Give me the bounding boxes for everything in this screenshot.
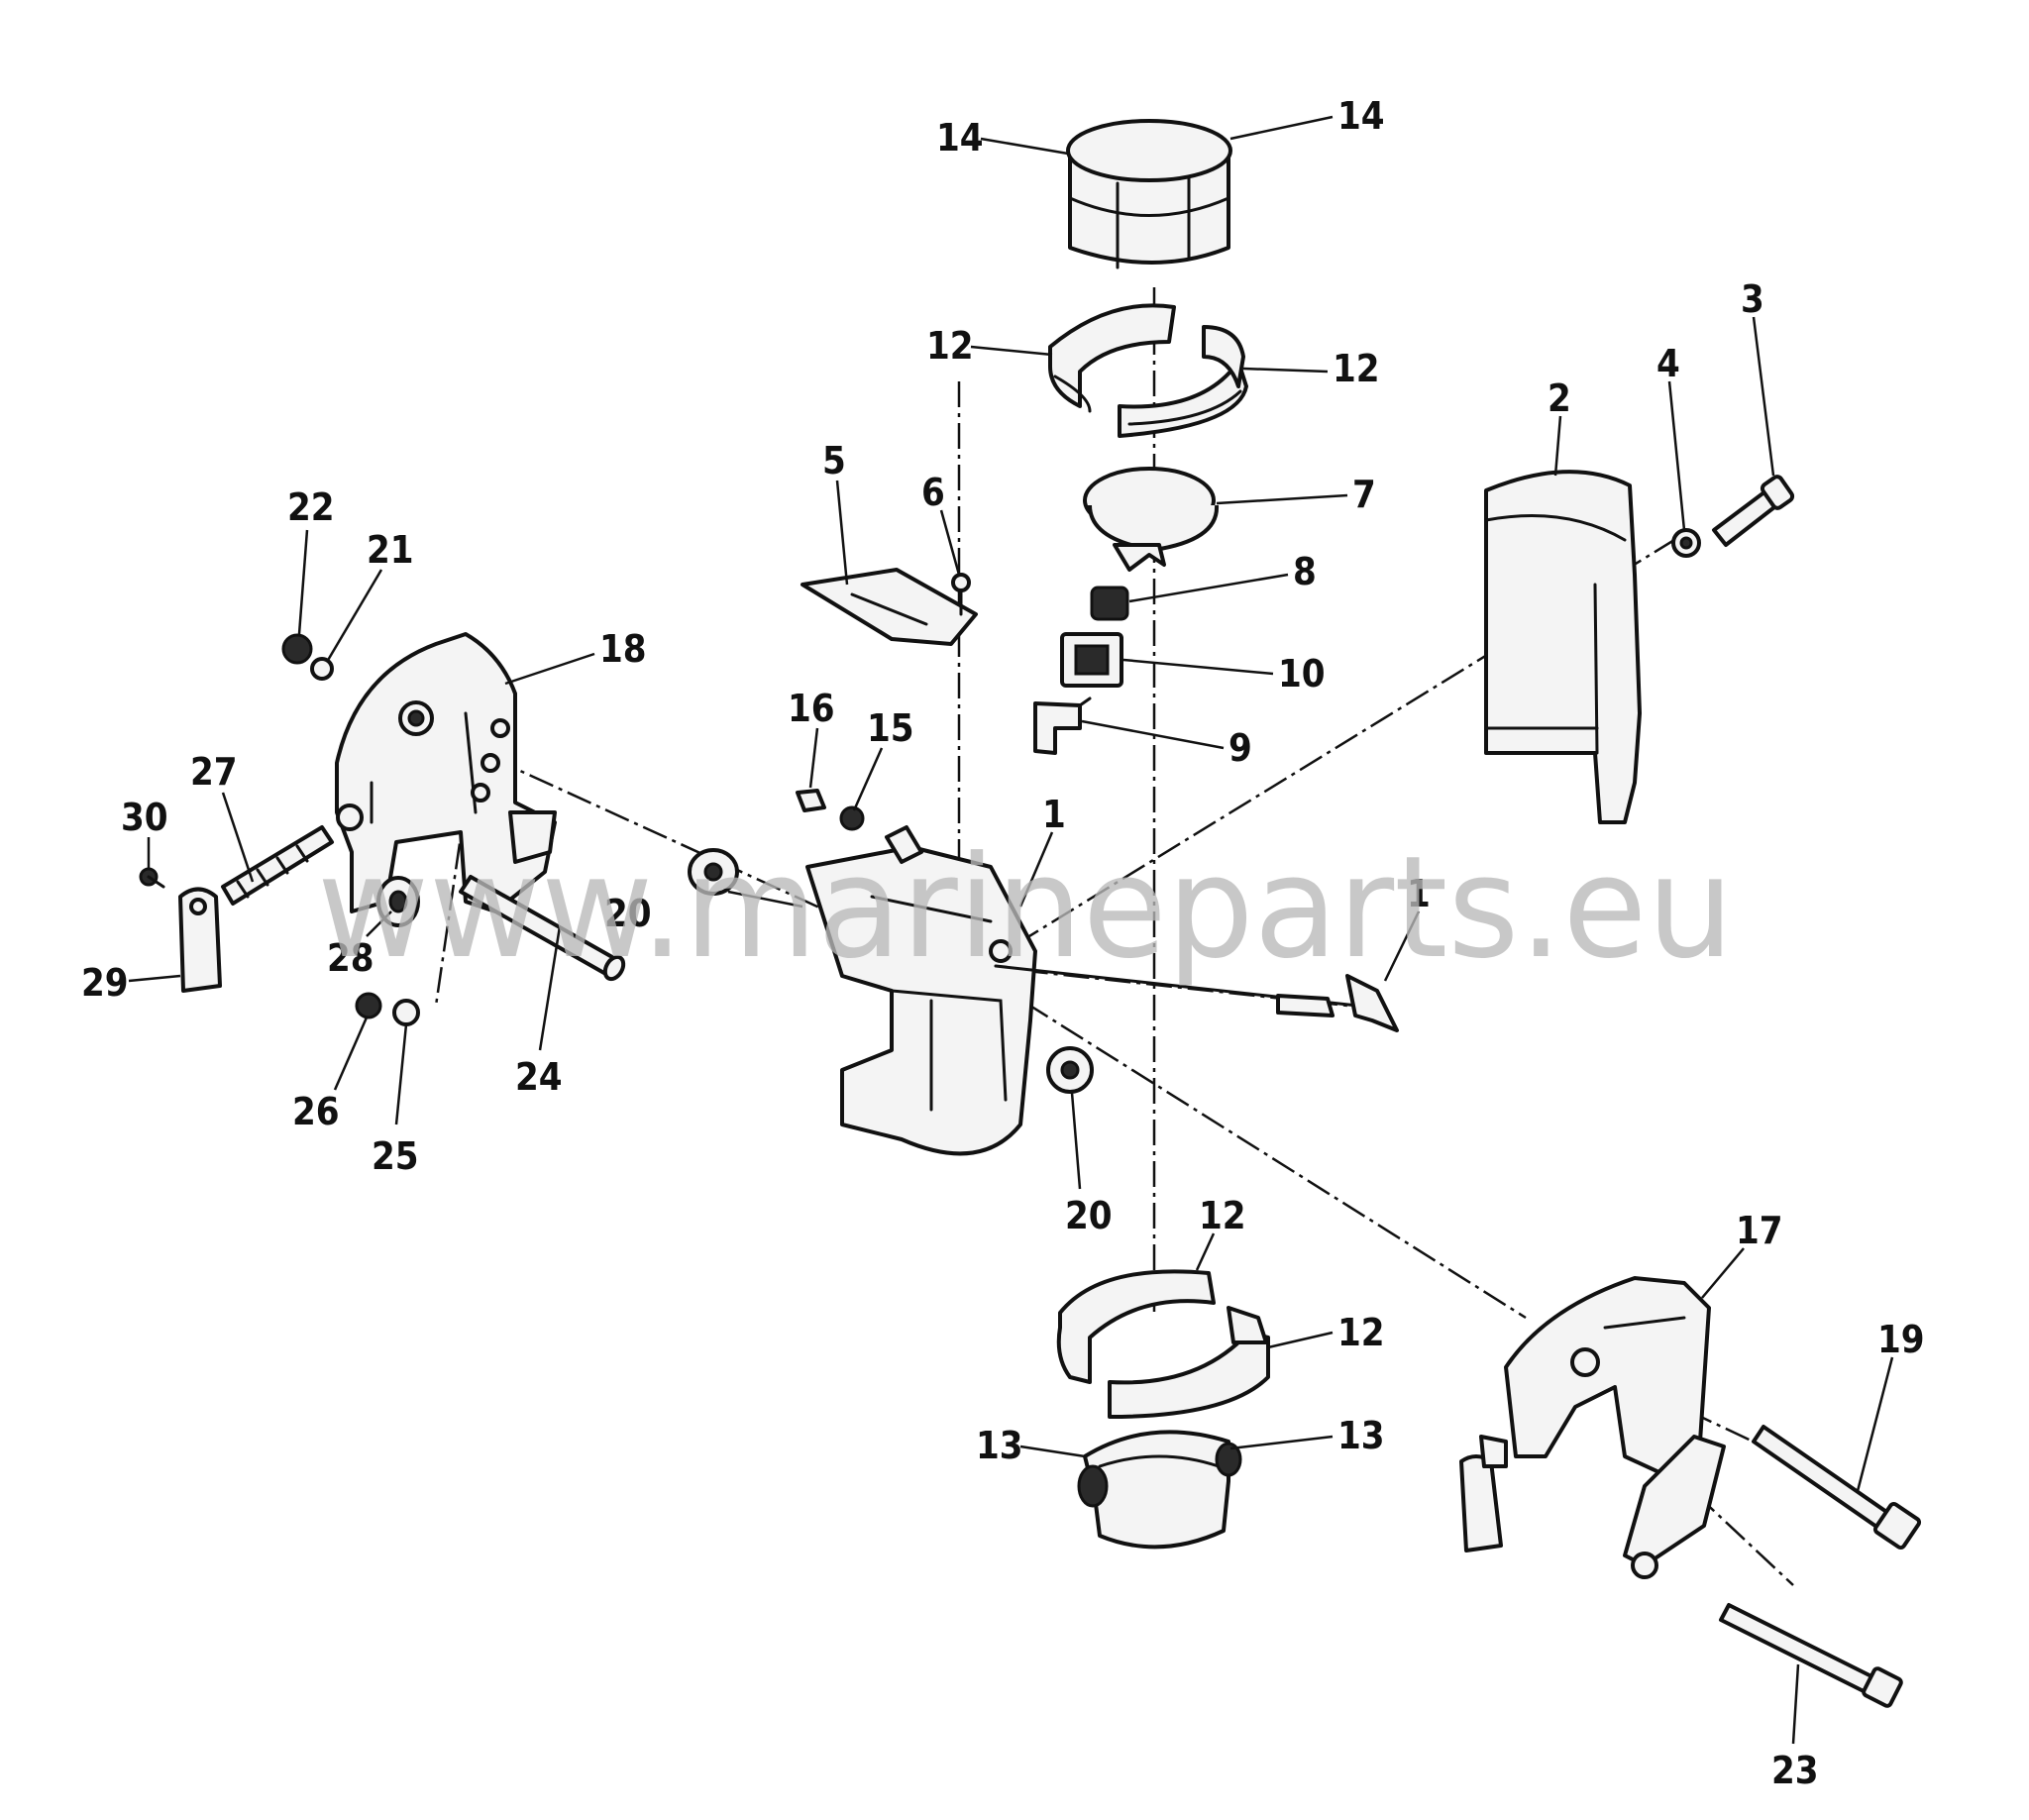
callout-13a: 13 bbox=[976, 1424, 1023, 1467]
part-15-screw bbox=[839, 805, 865, 831]
part-22-nut bbox=[281, 633, 313, 665]
callout-10: 10 bbox=[1278, 652, 1326, 696]
callout-12a: 12 bbox=[926, 324, 974, 368]
part-29-handle bbox=[178, 887, 222, 993]
part-8-block bbox=[1090, 586, 1129, 621]
callout-28: 28 bbox=[327, 936, 374, 980]
callout-6: 6 bbox=[921, 471, 945, 514]
callout-29: 29 bbox=[81, 961, 129, 1005]
callout-2: 2 bbox=[1548, 376, 1571, 420]
part-27-spring bbox=[221, 803, 364, 906]
callout-7: 7 bbox=[1352, 473, 1376, 516]
part-17-clamp-bracket bbox=[1459, 1276, 1726, 1579]
part-3-bolt bbox=[1712, 475, 1795, 547]
callout-25: 25 bbox=[372, 1134, 419, 1178]
callout-21: 21 bbox=[367, 528, 414, 572]
part-2-swivel-bracket bbox=[1484, 470, 1642, 824]
part-25-nut bbox=[392, 999, 420, 1026]
part-23-bolt bbox=[1719, 1603, 1903, 1708]
part-13-bushings bbox=[1077, 1430, 1242, 1550]
part-14-bushing-pair bbox=[1066, 119, 1232, 269]
callout-15: 15 bbox=[867, 706, 914, 750]
part-9-clip bbox=[1033, 696, 1092, 755]
part-24-tube bbox=[459, 875, 626, 982]
callout-19: 19 bbox=[1877, 1318, 1925, 1361]
callout-14b: 14 bbox=[1337, 94, 1385, 138]
callout-9: 9 bbox=[1228, 726, 1252, 770]
part-4-washer bbox=[1671, 528, 1701, 558]
callout-24: 24 bbox=[515, 1055, 563, 1099]
callout-18: 18 bbox=[599, 627, 647, 671]
part-19-bolt bbox=[1752, 1425, 1922, 1551]
watermark-text: www.marineparts.eu bbox=[317, 826, 1734, 990]
callout-23: 23 bbox=[1771, 1749, 1819, 1792]
part-6-screw bbox=[951, 573, 971, 616]
part-12-upper-clamps bbox=[1048, 303, 1248, 438]
callout-4: 4 bbox=[1656, 342, 1680, 385]
callout-8: 8 bbox=[1293, 550, 1317, 593]
leader-lines bbox=[128, 115, 1894, 1745]
callout-1b: 1 bbox=[1407, 872, 1431, 915]
part-20-washer-left bbox=[688, 848, 739, 896]
part-20-washer-right bbox=[1046, 1046, 1094, 1094]
callout-16: 16 bbox=[788, 687, 835, 730]
callout-labels: 14 14 12 12 7 8 10 9 5 6 2 4 3 1 1 16 15… bbox=[81, 94, 1925, 1792]
callout-14a: 14 bbox=[936, 116, 984, 160]
part-7-clamp-ring bbox=[1083, 467, 1220, 572]
part-21-washer bbox=[310, 657, 334, 681]
callout-17: 17 bbox=[1736, 1209, 1783, 1252]
callout-30: 30 bbox=[121, 796, 168, 839]
callout-3: 3 bbox=[1741, 277, 1764, 321]
part-12-lower-clamps bbox=[1056, 1269, 1270, 1419]
callout-12b: 12 bbox=[1333, 347, 1380, 390]
callout-26: 26 bbox=[292, 1090, 340, 1133]
callout-5: 5 bbox=[822, 439, 846, 482]
part-30-screw bbox=[139, 867, 165, 889]
callout-12c: 12 bbox=[1199, 1194, 1246, 1237]
part-11-wing-screw bbox=[994, 964, 1399, 1032]
part-1-swivel-case bbox=[805, 825, 1037, 1156]
callout-22: 22 bbox=[287, 485, 335, 529]
callout-27: 27 bbox=[190, 750, 238, 794]
callout-1a: 1 bbox=[1042, 793, 1066, 836]
callout-12d: 12 bbox=[1337, 1311, 1385, 1354]
part-10-block bbox=[1060, 632, 1123, 688]
callout-20a: 20 bbox=[604, 892, 652, 935]
part-16-screw bbox=[796, 789, 826, 812]
part-26-nut bbox=[355, 992, 382, 1019]
part-5-plate bbox=[801, 568, 978, 646]
callout-20b: 20 bbox=[1065, 1194, 1113, 1237]
callout-13b: 13 bbox=[1337, 1414, 1385, 1457]
